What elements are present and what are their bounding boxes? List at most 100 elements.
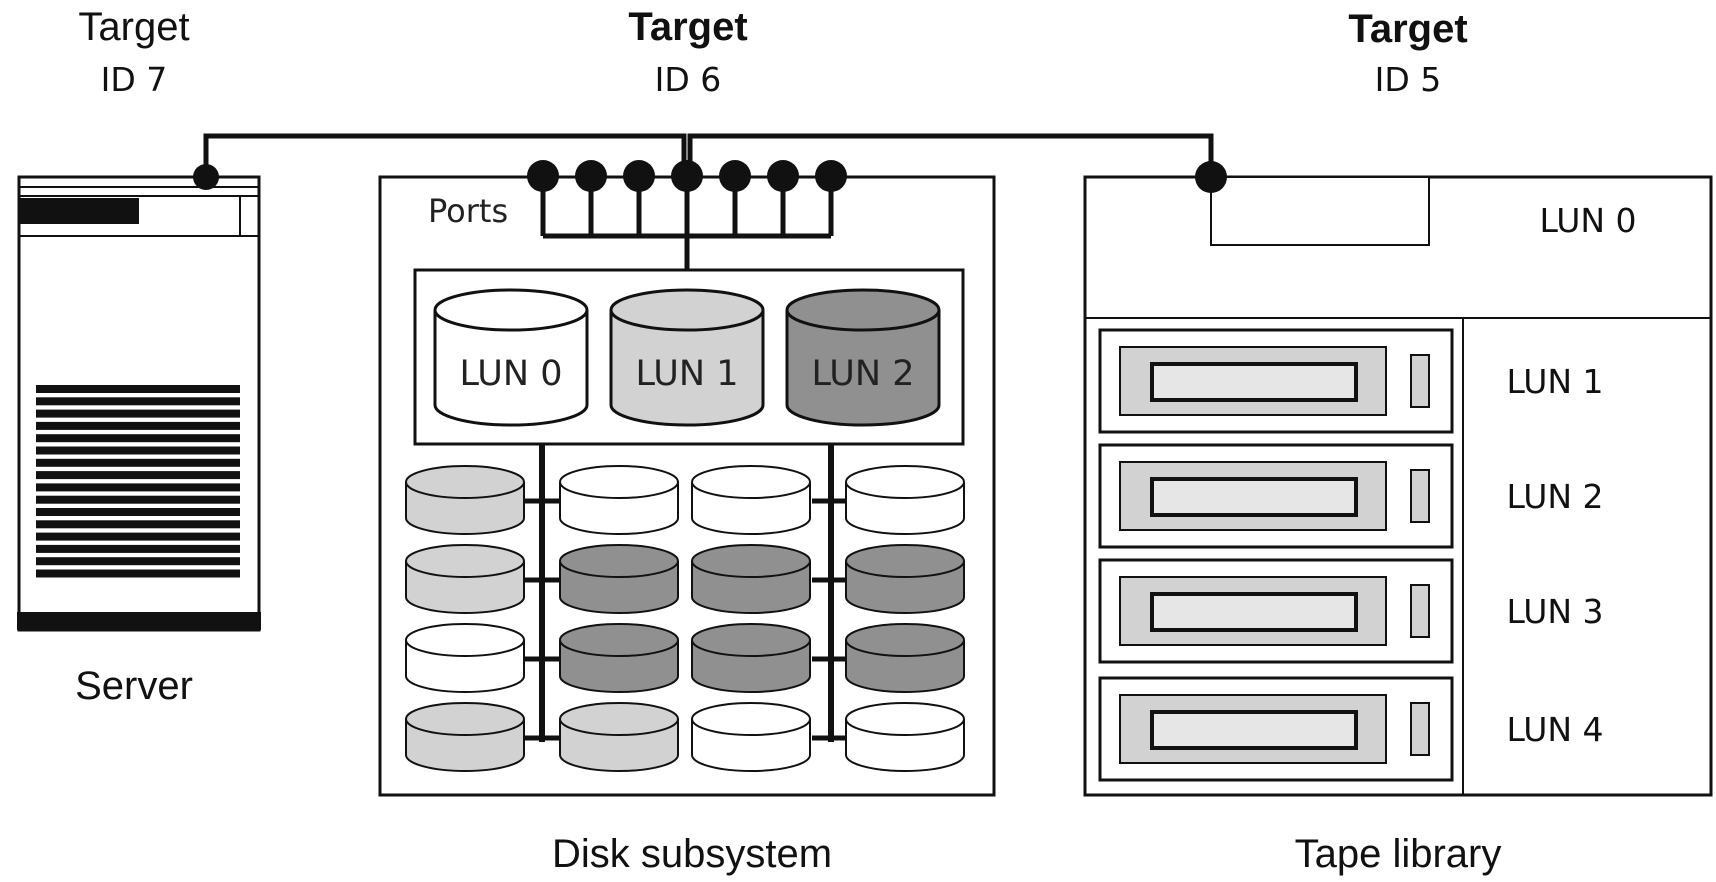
physical-disk <box>845 465 965 535</box>
server: Server <box>17 164 261 708</box>
lun-cylinder: LUN 0 <box>433 288 589 427</box>
tape-library-port <box>1195 161 1227 193</box>
physical-disk <box>845 544 965 614</box>
tape-drive: LUN 4 <box>1098 676 1604 782</box>
tape-lun-label: LUN 2 <box>1506 477 1603 516</box>
port-connector <box>671 160 703 192</box>
port-connector <box>767 160 799 192</box>
tape-drives: LUN 1 LUN 2 LUN 3 LUN 4 <box>1098 328 1604 782</box>
cylinder-top <box>559 623 679 657</box>
cylinder-top <box>691 623 811 657</box>
physical-disk <box>559 465 679 535</box>
vent-slat <box>36 508 240 516</box>
cylinder-body <box>609 310 765 427</box>
robot-controller <box>1210 176 1430 246</box>
port-connector <box>623 160 655 192</box>
server-base <box>17 612 261 630</box>
lun-cylinders: LUN 0 LUN 1 LUN 2 <box>433 288 941 427</box>
port-connector <box>527 160 559 192</box>
physical-disk <box>559 544 679 614</box>
vent-slat <box>36 409 240 418</box>
cylinder-top <box>845 702 965 736</box>
cylinder-top <box>785 288 941 332</box>
disk-subsystem-caption: Disk subsystem <box>552 832 832 876</box>
cylinder-top <box>405 623 525 657</box>
vent-slat <box>36 569 240 578</box>
lun-label: LUN 2 <box>812 354 915 394</box>
physical-disk <box>845 623 965 693</box>
port-connectors <box>527 160 847 192</box>
physical-disk <box>691 623 811 693</box>
physical-disk <box>691 465 811 535</box>
target-id: ID 7 <box>101 60 168 99</box>
port-connector <box>719 160 751 192</box>
physical-disk <box>405 544 525 614</box>
cylinder-top <box>559 544 679 578</box>
lun-cylinder: LUN 1 <box>609 288 765 427</box>
vent-slat <box>36 421 240 430</box>
disk-subsystem: Ports LUN 0 LUN 1 LUN 2 <box>378 160 996 876</box>
target-id: ID 6 <box>655 60 722 99</box>
physical-disk <box>691 702 811 772</box>
vent-slat <box>36 385 240 393</box>
target-label-id6: Target ID 6 <box>628 5 747 99</box>
tape-drive-button <box>1410 584 1430 638</box>
physical-disk <box>559 623 679 693</box>
vent-slat <box>36 483 240 492</box>
tape-lun-label: LUN 0 <box>1539 201 1636 240</box>
tape-drive-button <box>1410 354 1430 408</box>
cylinder-top <box>691 465 811 499</box>
vent-slat <box>36 557 240 566</box>
cylinder-top <box>433 288 589 332</box>
tape-drive: LUN 3 <box>1098 558 1604 664</box>
cylinder-top <box>845 544 965 578</box>
cylinder-top <box>559 702 679 736</box>
cylinder-top <box>559 465 679 499</box>
vent-slat <box>36 544 240 553</box>
lun-cylinder: LUN 2 <box>785 288 941 427</box>
cylinder-top <box>845 465 965 499</box>
server-caption: Server <box>75 664 193 708</box>
scsi-bus <box>203 133 1214 177</box>
tape-drive: LUN 1 <box>1098 328 1604 434</box>
tape-lun-label: LUN 1 <box>1506 362 1603 401</box>
tape-lun-label: LUN 4 <box>1506 710 1603 749</box>
target-id: ID 5 <box>1375 60 1442 99</box>
tape-drive: LUN 2 <box>1098 443 1604 549</box>
tape-slot <box>1150 710 1358 750</box>
cylinder-top <box>405 544 525 578</box>
vent-slat <box>36 471 240 480</box>
physical-disk <box>559 702 679 772</box>
vent-slat <box>36 458 240 467</box>
cylinder-body <box>785 310 941 427</box>
tape-drive-button <box>1410 469 1430 523</box>
target-title: Target <box>78 5 189 49</box>
server-drive-bay <box>19 198 139 224</box>
tape-slot <box>1150 362 1358 402</box>
physical-disk-array <box>405 465 965 772</box>
physical-disk <box>405 623 525 693</box>
target-title: Target <box>628 5 747 49</box>
vent-slat <box>36 495 240 504</box>
lun-label: LUN 0 <box>460 354 563 394</box>
port-connector <box>815 160 847 192</box>
cylinder-top <box>845 623 965 657</box>
tape-slot <box>1150 592 1358 632</box>
disk-backplane <box>539 444 834 742</box>
target-label-id5: Target ID 5 <box>1348 7 1467 99</box>
vent-slat <box>36 446 240 455</box>
physical-disk <box>405 465 525 535</box>
vent-slat <box>36 520 240 529</box>
target-label-id7: Target ID 7 <box>78 5 189 99</box>
cylinder-top <box>405 702 525 736</box>
cylinder-top <box>609 288 765 332</box>
physical-disk <box>691 544 811 614</box>
port-connector <box>575 160 607 192</box>
vent-slat <box>36 397 240 406</box>
vent-slat <box>36 434 240 443</box>
ports-label: Ports <box>428 192 508 230</box>
server-port <box>193 164 219 190</box>
tape-slot <box>1150 477 1358 517</box>
